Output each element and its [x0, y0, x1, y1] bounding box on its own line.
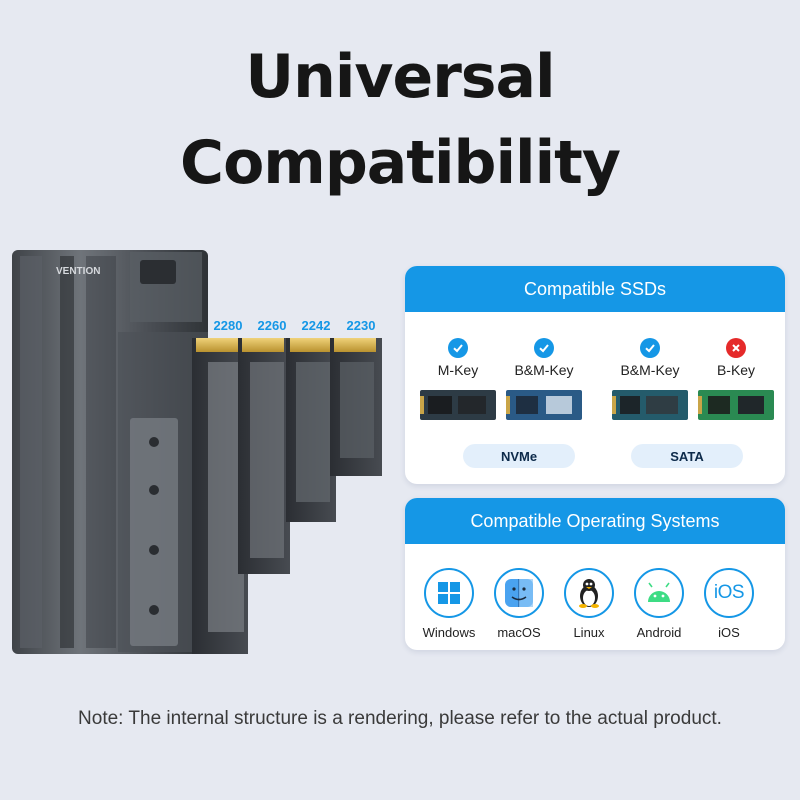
ssd-type-label: B&M-Key	[620, 362, 680, 378]
os-name: iOS	[718, 625, 740, 640]
check-icon	[448, 338, 468, 358]
cross-icon	[726, 338, 746, 358]
compatible-os-panel: Compatible Operating Systems Windows mac…	[405, 498, 785, 650]
ssd-type-m-key: M-Key	[415, 338, 501, 424]
compatible-ssds-panel: Compatible SSDs M-Key B&M-Key B&M-Key	[405, 266, 785, 484]
length-label-2230: 2230	[347, 318, 376, 333]
ios-icon: iOS	[704, 568, 754, 618]
ssd-board-icon	[420, 390, 496, 420]
product-rendering: VENTION 2280 2260 2242 2230	[0, 232, 400, 672]
macos-icon	[494, 568, 544, 618]
compatible-os-title: Compatible Operating Systems	[405, 498, 785, 544]
ssd-type-label: B&M-Key	[514, 362, 574, 378]
ios-icon-text: iOS	[713, 582, 745, 603]
os-name: Android	[636, 625, 682, 640]
compatible-ssds-title: Compatible SSDs	[405, 266, 785, 312]
length-label-2260: 2260	[258, 318, 287, 333]
os-name: Linux	[573, 625, 605, 640]
check-icon	[534, 338, 554, 358]
os-item-windows: Windows	[417, 568, 481, 640]
os-item-macos: macOS	[487, 568, 551, 640]
headline-line-2: Compatibility	[180, 128, 621, 198]
ssd-board-icon	[612, 390, 688, 420]
interface-badge-nvme: NVMe	[463, 444, 575, 468]
ssd-board-icon	[506, 390, 582, 420]
ssd-type-bm-key-nvme: B&M-Key	[501, 338, 587, 424]
interface-badge-sata: SATA	[631, 444, 743, 468]
length-label-2242: 2242	[302, 318, 331, 333]
os-item-ios: iOS iOS	[697, 568, 761, 640]
os-name: macOS	[497, 625, 541, 640]
brand-logo: VENTION	[56, 266, 100, 277]
enclosure-illustration: VENTION 2280 2260 2242 2230	[12, 250, 382, 654]
check-icon	[640, 338, 660, 358]
disclaimer-note: Note: The internal structure is a render…	[78, 708, 722, 729]
headline-line-1: Universal	[245, 42, 555, 112]
linux-icon	[564, 568, 614, 618]
length-label-2280: 2280	[214, 318, 243, 333]
windows-icon	[424, 568, 474, 618]
os-item-android: Android	[627, 568, 691, 640]
os-name: Windows	[422, 625, 476, 640]
os-item-linux: Linux	[557, 568, 621, 640]
android-icon	[634, 568, 684, 618]
ssd-type-bm-key-sata: B&M-Key	[607, 338, 693, 424]
ssd-board-icon	[698, 390, 774, 420]
ssd-type-b-key: B-Key	[693, 338, 779, 424]
ssd-type-label: B-Key	[716, 362, 756, 378]
ssd-type-label: M-Key	[437, 362, 479, 378]
